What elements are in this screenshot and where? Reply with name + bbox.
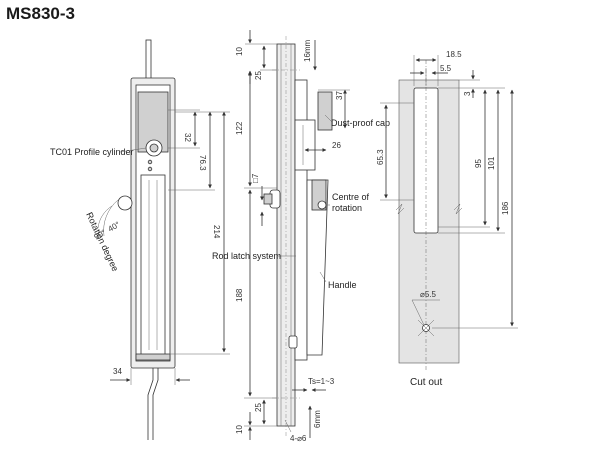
dim-side-26: 26 <box>332 141 341 150</box>
dim-side-37: 37 <box>335 91 344 100</box>
label-cylinder: TC01 Profile cylinder <box>50 147 134 157</box>
label-centre-line2: rotation <box>332 203 362 213</box>
dim-side-ts: Ts=1~3 <box>308 377 335 386</box>
side-dust-cap <box>317 91 333 131</box>
front-side-knob <box>117 195 133 211</box>
dim-cut-65-3: 65.3 <box>376 149 385 165</box>
label-handle: Handle <box>328 280 357 290</box>
dim-cut-dia-5-5: ⌀5.5 <box>420 290 436 299</box>
front-view <box>97 39 230 440</box>
dim-front-32: 32 <box>183 133 192 142</box>
dim-side-sq7: □7 <box>251 173 260 183</box>
side-centre-of-rotation <box>317 200 327 210</box>
front-handle <box>140 174 166 356</box>
dim-front-76-3: 76.3 <box>198 155 207 171</box>
label-rod-latch: Rod latch system <box>212 251 281 261</box>
dim-cut-186: 186 <box>501 201 510 215</box>
dim-front-34: 34 <box>113 367 122 376</box>
product-title: MS830-3 <box>6 4 75 23</box>
cut-out-view <box>380 55 518 370</box>
dim-side-122: 122 <box>235 121 244 135</box>
dim-cut-18-5: 18.5 <box>446 50 462 59</box>
dim-front-214: 214 <box>212 225 221 239</box>
dim-cut-101: 101 <box>487 156 496 170</box>
side-view <box>244 30 350 440</box>
dim-side-25-top: 25 <box>254 71 263 80</box>
dim-side-188: 188 <box>235 288 244 302</box>
dim-side-10-top: 10 <box>235 47 244 56</box>
dim-side-25-bot: 25 <box>254 403 263 412</box>
side-cylinder <box>294 119 316 171</box>
label-dust-cap: Dust-proof cap <box>331 118 390 128</box>
dim-side-6mm: 6mm <box>313 410 322 428</box>
dim-cut-95: 95 <box>474 159 483 168</box>
dim-cut-3: 3 <box>463 91 472 96</box>
dim-front-40deg: 40° <box>107 220 122 234</box>
dim-side-holes: 4-⌀6 <box>290 434 307 443</box>
dim-side-16mm: 16mm <box>303 39 312 62</box>
dim-cut-5-5: 5.5 <box>440 64 452 73</box>
label-cut-out: Cut out <box>410 377 442 388</box>
label-centre-line1: Centre of <box>332 192 370 202</box>
dim-side-10-bot: 10 <box>235 425 244 434</box>
